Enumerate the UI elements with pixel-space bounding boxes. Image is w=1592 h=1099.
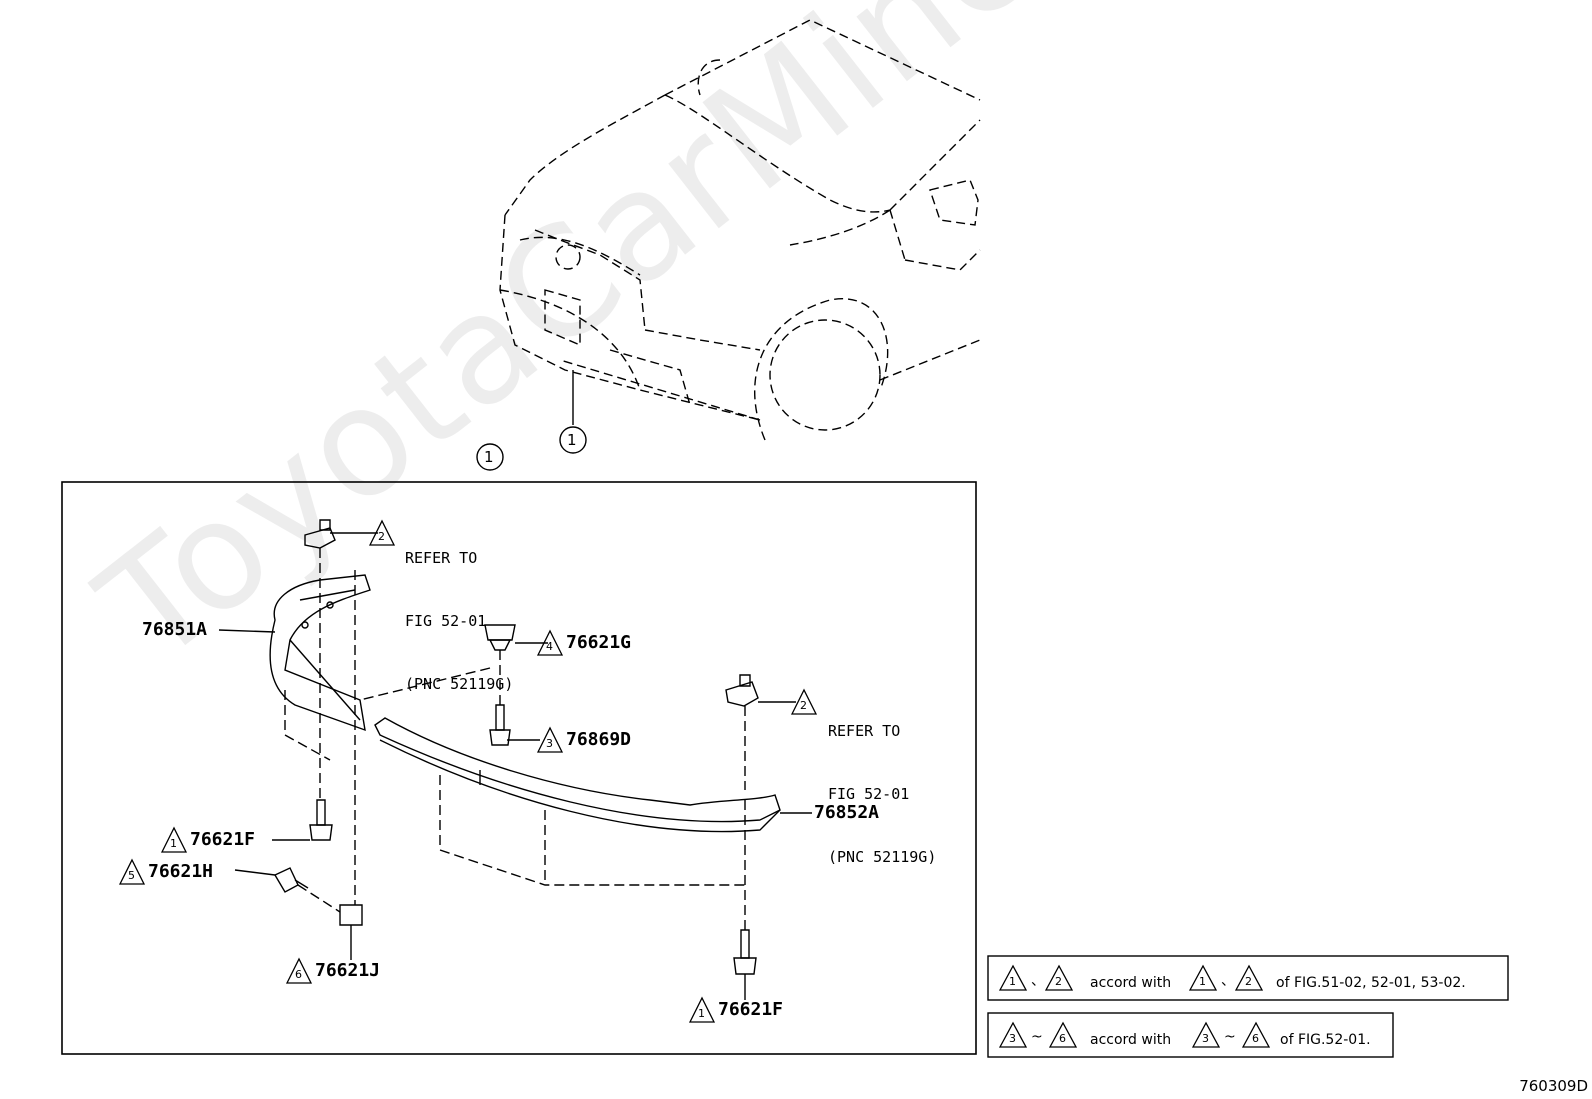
part-label-76621J: 76621J	[315, 960, 381, 981]
triangle-76621G	[536, 629, 564, 656]
triangle-num-76621J: 6	[295, 968, 302, 981]
part-label-76852A: 76852A	[814, 802, 880, 823]
note-triangles	[998, 964, 1271, 1048]
callout-number-detail: 1	[484, 448, 494, 466]
triangle-76621F-bottom	[688, 996, 716, 1023]
note2-sep1: ~	[1031, 1029, 1043, 1045]
triangle-refer-left	[368, 519, 396, 546]
triangle-76869D	[536, 726, 564, 753]
refer-right-line3: (PNC 52119G)	[828, 848, 937, 866]
screw-76621F-left	[309, 799, 333, 841]
figure-id: 760309D	[1519, 1077, 1588, 1095]
note1-tri-d: 2	[1245, 975, 1252, 988]
part-label-76869D: 76869D	[566, 729, 632, 750]
alignment-lines	[284, 548, 746, 930]
part-label-76621F-bottom: 76621F	[718, 999, 784, 1020]
triangle-num-76621H: 5	[128, 869, 135, 882]
note1-sep2: 、	[1221, 973, 1235, 989]
callout-circle-main	[559, 426, 587, 454]
callout-number-main: 1	[567, 431, 577, 449]
note2-tri-c: 3	[1202, 1032, 1209, 1045]
part-label-76621F-left: 76621F	[190, 829, 256, 850]
refer-left-line3: (PNC 52119G)	[405, 675, 514, 693]
triangle-num-76621F-bottom: 1	[698, 1007, 705, 1020]
note2-tri-d: 6	[1252, 1032, 1259, 1045]
spoiler-left-part	[269, 574, 371, 732]
clip-refer-left	[304, 519, 336, 549]
triangle-num-76869D: 3	[546, 737, 553, 750]
spoiler-right-part	[374, 717, 781, 833]
screw-76869D	[489, 704, 511, 746]
triangle-symbols	[118, 519, 818, 1023]
refer-right-line2: FIG 52-01	[828, 785, 910, 803]
note1-sep1: 、	[1031, 973, 1045, 989]
part-label-76621H: 76621H	[148, 861, 214, 882]
part-label-76851A: 76851A	[142, 619, 208, 640]
note1-tail: of FIG.51-02, 52-01, 53-02.	[1276, 975, 1466, 991]
part-label-76621G: 76621G	[566, 632, 632, 653]
callout-circle-detail	[476, 443, 504, 471]
note2-tri-a: 3	[1009, 1032, 1016, 1045]
triangle-76621F-left	[160, 826, 188, 853]
nut-76621G	[484, 624, 516, 651]
triangle-76621J	[285, 957, 313, 984]
note1-tri-c: 1	[1199, 975, 1206, 988]
clip-76621J	[339, 904, 363, 926]
detail-frame	[61, 481, 977, 1055]
note2-tail: of FIG.52-01.	[1280, 1032, 1371, 1048]
note1-text: accord with	[1090, 975, 1172, 991]
refer-left-line2: FIG 52-01	[405, 612, 487, 630]
triangle-76621H	[118, 858, 146, 885]
refer-left-line1: REFER TO	[405, 549, 478, 567]
note1-tri-b: 2	[1055, 975, 1062, 988]
triangle-num-76621G: 4	[546, 640, 553, 653]
note2-tri-b: 6	[1059, 1032, 1066, 1045]
refer-note-right: REFER TO FIG 52-01 (PNC 52119G)	[828, 679, 936, 889]
refer-right-line1: REFER TO	[828, 722, 901, 740]
note2-text: accord with	[1090, 1032, 1172, 1048]
refer-note-left: REFER TO FIG 52-01 (PNC 52119G)	[405, 506, 513, 716]
triangle-num-refer-right: 2	[800, 699, 807, 712]
note2-sep2: ~	[1224, 1029, 1236, 1045]
note1-tri-a: 1	[1009, 975, 1016, 988]
clip-refer-right	[725, 674, 759, 707]
note-box-1	[987, 955, 1509, 1001]
triangle-num-refer-left: 2	[378, 530, 385, 543]
triangle-num-76621F-left: 1	[170, 837, 177, 850]
triangle-refer-right	[790, 688, 818, 715]
car-outline	[499, 19, 981, 441]
note-box-2	[987, 1012, 1394, 1058]
screw-76621F-bottom	[733, 929, 757, 975]
leader-lines	[218, 532, 812, 1000]
